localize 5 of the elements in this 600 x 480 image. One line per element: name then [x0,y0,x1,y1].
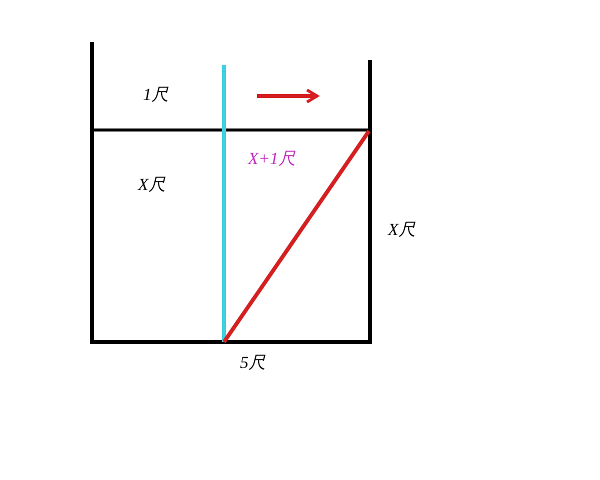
dimension-label: 1尺 [143,86,168,103]
dimension-label: X尺 [138,176,166,193]
dimension-label: X+1尺 [248,150,296,167]
dimension-label: 5尺 [240,354,266,371]
dimension-label: X尺 [388,221,416,238]
